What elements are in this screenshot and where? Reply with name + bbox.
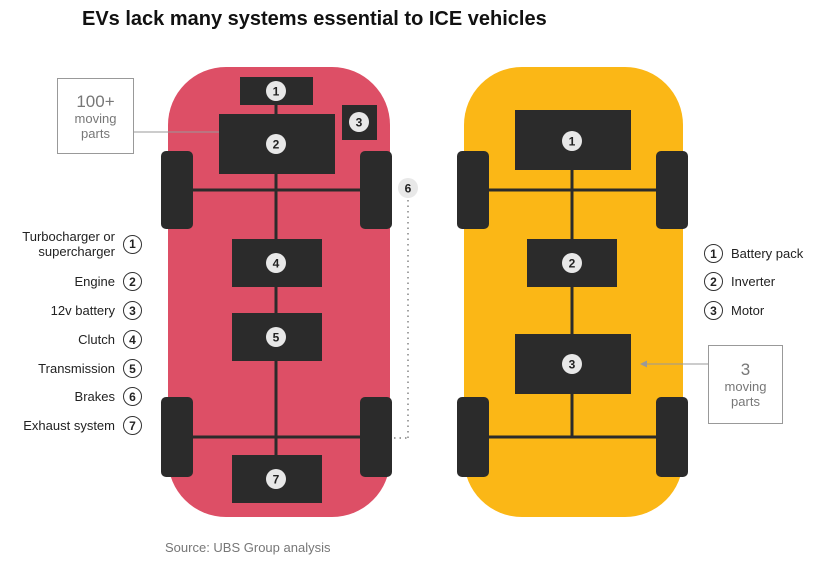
- ev-vehicle: 1 2 3: [457, 67, 708, 517]
- svg-text:2: 2: [273, 138, 280, 152]
- ice-callout-count: 100+: [76, 92, 115, 111]
- ice-legend-number-2: 2: [123, 272, 142, 291]
- ice-legend-item-2: Engine 2: [75, 272, 142, 291]
- svg-text:7: 7: [273, 473, 280, 487]
- ice-legend-label-5: Transmission: [38, 361, 115, 376]
- ice-legend-number-5: 5: [123, 359, 142, 378]
- ice-wheel-rear-right: [360, 397, 392, 477]
- ice-legend-label-7: Exhaust system: [23, 418, 115, 433]
- ice-callout-line1: moving: [74, 111, 117, 126]
- ice-moving-parts-callout: 100+ moving parts: [57, 78, 134, 154]
- ice-legend-item-6: Brakes 6: [75, 387, 142, 406]
- ice-legend-number-3: 3: [123, 301, 142, 320]
- ev-wheel-front-right: [656, 151, 688, 229]
- ice-legend-item-4: Clutch 4: [78, 330, 142, 349]
- ev-legend-number-1: 1: [704, 244, 723, 263]
- ice-body: [168, 67, 390, 517]
- ev-callout-line2: parts: [731, 394, 760, 409]
- ice-legend-label-6: Brakes: [74, 389, 115, 404]
- ice-legend-number-1: 1: [123, 234, 142, 254]
- ice-legend-number-6: 6: [123, 387, 142, 406]
- ev-legend-item-3: 3 Motor: [704, 301, 764, 320]
- ev-callout-line1: moving: [724, 379, 767, 394]
- ice-legend-item-1: Turbocharger or supercharger 1: [22, 229, 142, 259]
- ev-moving-parts-callout: 3 moving parts: [708, 345, 783, 424]
- ev-callout-count: 3: [740, 360, 751, 379]
- ice-marker-2: 2: [266, 134, 286, 154]
- ev-legend-item-1: 1 Battery pack: [704, 244, 803, 263]
- ev-wheel-rear-left: [457, 397, 489, 477]
- ice-wheel-front-right: [360, 151, 392, 229]
- ev-callout-arrowhead: [640, 360, 647, 368]
- source-note: Source: UBS Group analysis: [165, 540, 331, 555]
- svg-text:1: 1: [569, 135, 576, 149]
- ev-legend-number-2: 2: [704, 272, 723, 291]
- ice-wheel-rear-left: [161, 397, 193, 477]
- ice-marker-1: 1: [266, 81, 286, 101]
- ice-marker-6: 6: [398, 178, 418, 198]
- ice-marker-4: 4: [266, 253, 286, 273]
- ev-marker-3: 3: [562, 354, 582, 374]
- svg-text:6: 6: [405, 182, 412, 196]
- ice-legend-item-5: Transmission 5: [38, 359, 142, 378]
- ice-legend-label-4: Clutch: [78, 332, 115, 347]
- ice-legend-label-1a: Turbocharger or: [22, 229, 115, 244]
- ice-marker-7: 7: [266, 469, 286, 489]
- ice-marker-5: 5: [266, 327, 286, 347]
- ice-legend-number-4: 4: [123, 330, 142, 349]
- ice-legend-number-7: 7: [123, 416, 142, 435]
- ev-legend-item-2: 2 Inverter: [704, 272, 775, 291]
- ice-legend-item-7: Exhaust system 7: [23, 416, 142, 435]
- ice-vehicle: 1 2 3 4 5 6 7: [134, 67, 418, 517]
- svg-text:3: 3: [356, 116, 363, 130]
- ev-wheel-rear-right: [656, 397, 688, 477]
- svg-text:5: 5: [273, 331, 280, 345]
- ev-legend-label-1: Battery pack: [731, 246, 804, 261]
- ice-legend-item-3: 12v battery 3: [51, 301, 142, 320]
- ice-legend-label-1b: supercharger: [38, 244, 115, 259]
- ice-legend-label-2: Engine: [74, 274, 115, 289]
- svg-text:2: 2: [569, 257, 576, 271]
- ev-marker-1: 1: [562, 131, 582, 151]
- ice-marker-3: 3: [349, 112, 369, 132]
- ev-marker-2: 2: [562, 253, 582, 273]
- ice-legend-label-3: 12v battery: [50, 303, 115, 318]
- ice-callout-line2: parts: [81, 126, 110, 141]
- svg-text:4: 4: [273, 257, 280, 271]
- ice-wheel-front-left: [161, 151, 193, 229]
- svg-text:3: 3: [569, 358, 576, 372]
- svg-text:1: 1: [273, 85, 280, 99]
- ev-legend-label-2: Inverter: [731, 274, 776, 289]
- ev-legend-label-3: Motor: [731, 303, 765, 318]
- chart-title: EVs lack many systems essential to ICE v…: [82, 8, 547, 30]
- ev-wheel-front-left: [457, 151, 489, 229]
- ev-legend-number-3: 3: [704, 301, 723, 320]
